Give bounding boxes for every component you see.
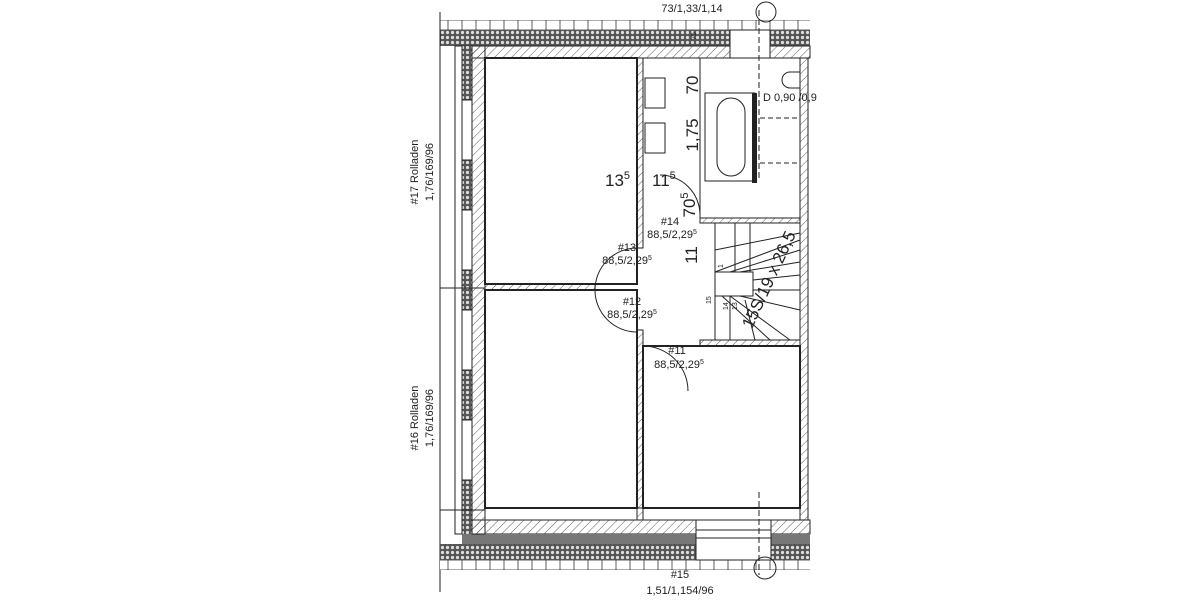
door-11-size: 88,5/2,295 — [654, 359, 704, 371]
bathroom-fixtures — [644, 71, 800, 183]
dim-11: 11 — [682, 246, 701, 264]
window-16-size: 1,76/169/96 — [424, 389, 436, 447]
bottom-window-size: 1,51/1,154/96 — [646, 585, 713, 597]
door-12-id: #12 — [623, 296, 641, 308]
step-13: 13 — [732, 302, 739, 310]
dim-70: 70 — [683, 76, 702, 95]
window-17-id: #17 Rolladen — [409, 140, 421, 205]
door-14-id: #14 — [661, 216, 679, 228]
step-15: 15 — [706, 296, 713, 304]
bottom-window-id: #15 — [671, 569, 689, 581]
step-14: 14 — [723, 302, 730, 310]
section-marker-top — [755, 1, 777, 23]
dim-705: 705 — [679, 192, 699, 217]
shower-label: D 0,90 /0,9 — [763, 92, 817, 104]
door-13-id: #13 — [618, 242, 636, 254]
window-17-size: 1,76/169/96 — [424, 143, 436, 201]
step-1: 1 — [718, 264, 725, 268]
section-marker-bottom — [753, 556, 777, 580]
room-bottom-right — [642, 345, 801, 509]
dim-135: 135 — [605, 170, 630, 190]
top-window-label: 73/1,33/1,14 — [661, 3, 722, 15]
door-12-size: 88,5/2,295 — [607, 309, 657, 321]
dim-75: 75 — [691, 32, 698, 40]
top-window — [729, 29, 771, 59]
top-exterior-wall — [439, 12, 811, 592]
bottom-window — [695, 519, 772, 561]
room-top-left — [484, 57, 638, 285]
dim-115: 115 — [652, 170, 676, 190]
door-14-size: 88,5/2,295 — [647, 229, 697, 241]
dim-175: 1,75 — [683, 118, 702, 151]
room-bottom-left — [484, 289, 638, 509]
door-13-size: 88,5/2,295 — [602, 255, 652, 267]
staircase — [714, 222, 801, 341]
window-16-id: #16 Rolladen — [409, 386, 421, 451]
right-wall — [799, 57, 809, 521]
door-11-id: #11 — [668, 345, 686, 357]
door-swings — [594, 174, 701, 392]
